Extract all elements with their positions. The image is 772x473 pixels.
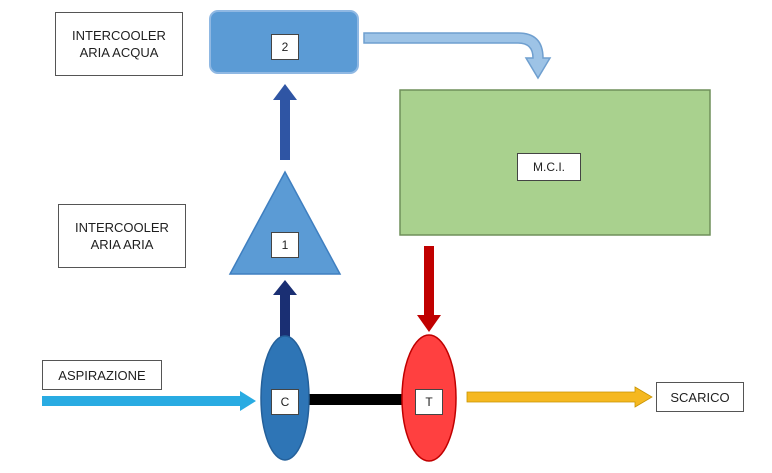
arrow-to-intercooler-air: [273, 280, 297, 338]
turbo-shaft: [305, 394, 417, 405]
arrow-exhaust-to-turbine: [417, 246, 441, 332]
intake-arrow: [42, 391, 256, 411]
tag-intercooler-water: 2: [271, 34, 299, 60]
tag-intercooler-air: 1: [271, 232, 299, 258]
label-intake: ASPIRAZIONE: [42, 360, 162, 390]
tag-compressor: C: [271, 389, 299, 415]
intercooler-air-triangle: [228, 170, 342, 275]
label-intercooler-air-line2: ARIA ARIA: [90, 237, 154, 252]
label-exhaust: SCARICO: [656, 382, 744, 412]
label-intercooler-air: INTERCOOLER ARIA ARIA: [58, 204, 186, 268]
arrow-to-intercooler-water: [273, 84, 297, 160]
exhaust-arrow: [466, 386, 653, 408]
tag-engine: M.C.I.: [517, 153, 581, 181]
tag-turbine: T: [415, 389, 443, 415]
label-intercooler-air-line1: INTERCOOLER: [75, 220, 169, 235]
label-intercooler-water-line2: ARIA ACQUA: [79, 45, 159, 60]
label-exhaust-text: SCARICO: [670, 389, 730, 405]
label-intercooler-water-line1: INTERCOOLER: [72, 28, 166, 43]
curved-flow-arrow: [363, 32, 552, 80]
label-intercooler-water: INTERCOOLER ARIA ACQUA: [55, 12, 183, 76]
label-intake-text: ASPIRAZIONE: [58, 367, 146, 383]
